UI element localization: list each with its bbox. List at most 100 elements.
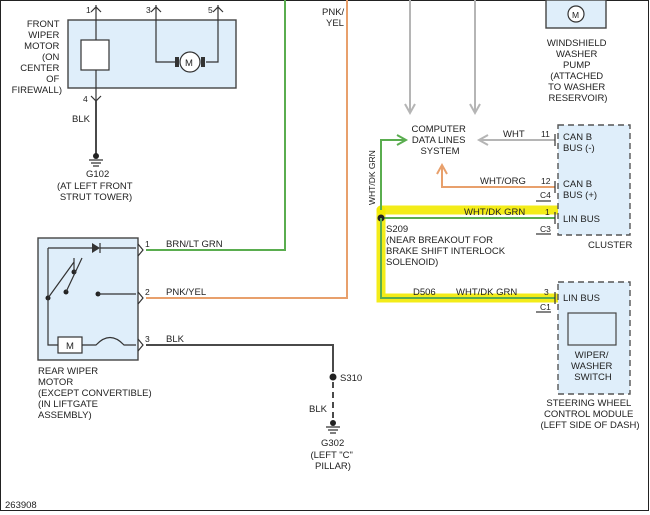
rear-label-line5: ASSEMBLY) — [38, 410, 92, 421]
steering-conn-c1: C1 — [540, 302, 551, 312]
rear-pin2-wire-label: PNK/YEL — [166, 287, 206, 298]
front-wiper-motor-label: FRONT WIPER MOTOR (ON CENTER OF FIREWALL… — [12, 19, 62, 96]
d506-label: D506 — [413, 287, 436, 298]
can-b-minus-line1: CAN B — [563, 132, 592, 143]
front-motor-brush-right — [201, 57, 205, 67]
front-wiper-label-line7: FIREWALL) — [12, 85, 62, 96]
front-pin5-connector — [212, 5, 224, 20]
windshield-washer-pump: M WINDSHIELD WASHER PUMP (ATTACHED TO WA… — [545, 0, 608, 104]
g102-terminal — [93, 153, 99, 159]
front-pin3-connector — [150, 5, 162, 20]
pump-label-line1: WINDSHIELD — [547, 38, 607, 49]
computer-data-line-arrow-right — [469, 0, 481, 116]
front-ground: BLK G102 (AT LEFT FRONT STRUT TOWER) — [57, 101, 135, 203]
s310-splice — [329, 373, 337, 381]
pump-label-line6: RESERVOIR) — [549, 93, 608, 104]
front-park-switch — [80, 39, 110, 71]
can-b-minus-line2: BUS (-) — [563, 143, 595, 154]
rear-wiper-motor-label: REAR WIPER MOTOR (EXCEPT CONVERTIBLE) (I… — [38, 366, 154, 421]
front-wiper-label-line2: WIPER — [28, 30, 59, 41]
can-b-plus-line2: BUS (+) — [563, 190, 597, 201]
front-pin1-connector — [90, 5, 102, 20]
cluster-pin12-label: 12 — [541, 176, 551, 186]
steering-lin-bus: LIN BUS — [563, 293, 600, 304]
brn-lt-grn-wire — [146, 0, 286, 251]
pump-label-line3: PUMP — [563, 60, 590, 71]
wht-org-wire — [436, 162, 555, 188]
g102-label: G102 — [86, 169, 109, 180]
rear-ground-wire-label: BLK — [309, 404, 328, 415]
rear-pin1-connector — [137, 243, 144, 257]
rear-pin3-wire-label: BLK — [166, 334, 185, 345]
steering-label-line3: (LEFT SIDE OF DASH) — [540, 420, 639, 431]
front-motor-icon — [179, 51, 201, 73]
cluster-conn-c4: C4 — [540, 190, 551, 200]
cluster-label: CLUSTER — [588, 240, 632, 251]
steering-module-label: STEERING WHEEL CONTROL MODULE (LEFT SIDE… — [540, 398, 639, 431]
front-pin5-label: 5 — [208, 5, 213, 15]
cdl-line2: DATA LINES — [412, 135, 466, 146]
wiper-washer-switch-label: WIPER/ WASHER SWITCH — [571, 350, 615, 383]
rear-motor-symbol: M — [66, 341, 74, 352]
d506-color-label: WHT/DK GRN — [456, 287, 517, 298]
rear-pin1-wire-label: BRN/LT GRN — [166, 239, 223, 250]
rear-ground: S310 BLK G302 (LEFT "C" PILLAR) — [146, 344, 362, 472]
cluster-pin1-label: 1 — [545, 207, 550, 217]
rear-pin2-connector — [137, 291, 144, 305]
front-pin4-connector — [90, 88, 102, 102]
wht-dk-grn-cluster-label: WHT/DK GRN — [464, 207, 525, 218]
rear-pin3-label: 3 — [145, 334, 150, 344]
computer-data-lines-label: COMPUTER DATA LINES SYSTEM — [411, 124, 468, 157]
front-motor-leads — [155, 20, 219, 63]
front-wiper-motor: 1 3 5 M 4 FRONT WIPER MOTOR (ON CENTER O… — [12, 5, 237, 104]
pump-label-line5: TO WASHER — [548, 82, 605, 93]
cluster-pin11-label: 11 — [541, 129, 550, 139]
rear-label-line4: (IN LIFTGATE — [38, 399, 98, 410]
rear-label-line1: REAR WIPER — [38, 366, 98, 377]
front-wiper-label-line4: (ON — [42, 52, 60, 63]
instrument-cluster: CAN B BUS (-) CAN B BUS (+) LIN BUS CLUS… — [554, 124, 632, 251]
switch-label-line2: WASHER — [571, 361, 612, 372]
rear-diode-icon — [92, 243, 100, 253]
cdl-line3: SYSTEM — [420, 146, 459, 157]
g102-location-line1: (AT LEFT FRONT — [57, 181, 133, 192]
g302-label: G302 — [321, 438, 344, 449]
rear-pin1-label: 1 — [145, 239, 150, 249]
switch-label-line3: SWITCH — [574, 372, 612, 383]
front-wiper-label-line3: MOTOR — [24, 41, 59, 52]
wiper-switch-symbol — [567, 312, 617, 346]
rear-label-line2: MOTOR — [38, 377, 73, 388]
switch-label-line1: WIPER/ — [575, 350, 609, 361]
cdl-line1: COMPUTER — [411, 124, 466, 135]
wht-dk-grn-vertical-wire — [380, 134, 409, 210]
front-pin4-label: 4 — [83, 94, 88, 104]
g302-terminal — [330, 420, 336, 426]
front-ground-wire-label: BLK — [72, 114, 91, 125]
pnk-yel-wire — [146, 0, 348, 299]
front-pin3-label: 3 — [146, 5, 151, 15]
g302-location-line2: PILLAR) — [315, 461, 351, 472]
rear-internal-wiring-top — [47, 247, 136, 298]
can-b-plus-line1: CAN B — [563, 179, 592, 190]
g102-location: (AT LEFT FRONT STRUT TOWER) — [57, 181, 135, 203]
rear-label-line3: (EXCEPT CONVERTIBLE) — [38, 388, 152, 399]
rear-switch-contacts — [47, 257, 136, 299]
s209-note-line2: BRAKE SHIFT INTERLOCK — [386, 246, 506, 257]
washer-pump-motor-icon — [567, 5, 585, 23]
wht-wire — [476, 134, 555, 146]
front-wiper-label-line6: OF — [46, 74, 59, 85]
s209-note-line1: (NEAR BREAKOUT FOR — [386, 235, 493, 246]
steering-wheel-control-module: LIN BUS WIPER/ WASHER SWITCH STEERING WH… — [540, 281, 640, 431]
front-motor-brush-left — [175, 57, 179, 67]
pump-label-line4: (ATTACHED — [550, 71, 603, 82]
g302-location: (LEFT "C" PILLAR) — [310, 450, 355, 472]
wht-wire-label: WHT — [503, 129, 525, 140]
g102-location-line2: STRUT TOWER) — [60, 192, 132, 203]
rear-wiper-motor: M 1 2 3 BRN/LT GRN PNK/YEL BLK REAR WIPE… — [37, 237, 223, 421]
front-motor-symbol: M — [185, 58, 193, 69]
s209-note-line3: SOLENOID) — [386, 257, 438, 268]
cluster-lin-bus: LIN BUS — [563, 214, 600, 225]
diagram-id: 263908 — [5, 500, 37, 511]
